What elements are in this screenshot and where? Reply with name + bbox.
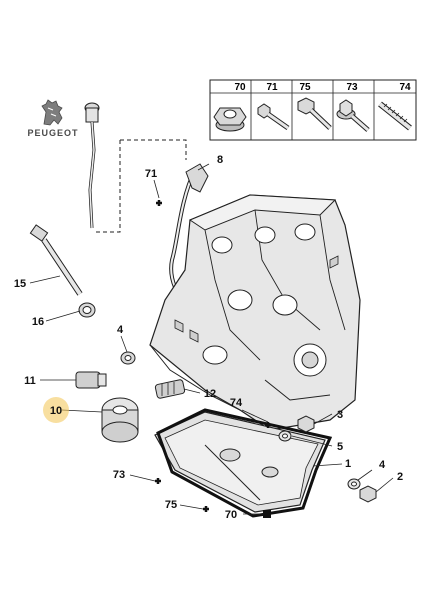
oil-pressure-switch xyxy=(75,371,107,389)
callout-labels: 8 71 15 16 4 11 10 12 74 3 5 1 4 2 73 75… xyxy=(14,154,403,521)
marker-70 xyxy=(263,510,271,518)
selected-part-highlight xyxy=(43,397,69,423)
seal-ring xyxy=(78,302,96,318)
drain-plug-upper xyxy=(278,415,315,442)
oil-pan-gasket xyxy=(156,408,333,518)
callout-4-upper: 4 xyxy=(117,324,124,336)
callout-73: 73 xyxy=(113,469,125,481)
oil-filter xyxy=(101,397,139,443)
callout-12: 12 xyxy=(204,388,216,400)
marker-71 xyxy=(156,200,162,206)
drain-plug-lower xyxy=(347,478,377,503)
dipstick-lower xyxy=(29,224,83,296)
callout-10: 10 xyxy=(50,405,62,417)
hex-bolt-icon xyxy=(297,97,332,130)
legend-ref-71: 71 xyxy=(266,82,278,93)
callout-71: 71 xyxy=(145,168,157,180)
callout-16: 16 xyxy=(32,316,44,328)
callout-15: 15 xyxy=(14,278,26,290)
callout-74: 74 xyxy=(230,397,243,409)
flange-nut-icon xyxy=(213,107,247,132)
fastener-legend: 70 71 75 73 74 xyxy=(209,79,417,141)
engine-block xyxy=(149,194,361,431)
legend-ref-74: 74 xyxy=(399,82,411,93)
lion-emblem-icon xyxy=(41,99,63,126)
legend-ref-70: 70 xyxy=(234,82,246,93)
legend-ref-73: 73 xyxy=(346,82,358,93)
brand-name: PEUGEOT xyxy=(27,128,79,138)
legend-ref-75: 75 xyxy=(299,82,311,93)
callout-2: 2 xyxy=(397,471,403,483)
dipstick xyxy=(84,102,100,229)
peugeot-logo: PEUGEOT xyxy=(18,98,88,138)
callout-75: 75 xyxy=(165,499,177,511)
fastener-markers xyxy=(155,200,271,518)
marker-73 xyxy=(155,478,161,484)
callout-11: 11 xyxy=(24,375,36,387)
dipstick-guide-dashed-line xyxy=(96,139,187,233)
flange-bolt-icon xyxy=(257,103,290,131)
callout-70: 70 xyxy=(225,509,237,521)
marker-74 xyxy=(265,422,271,428)
threaded-stud-icon xyxy=(378,101,412,131)
callout-4-lower: 4 xyxy=(379,459,386,471)
marker-75 xyxy=(203,506,209,512)
callout-1: 1 xyxy=(345,458,351,470)
flanged-bolt-icon xyxy=(336,99,370,132)
callout-5: 5 xyxy=(337,441,343,453)
filter-adapter xyxy=(154,379,186,399)
callout-8: 8 xyxy=(217,154,223,166)
callout-3: 3 xyxy=(337,409,343,421)
leader-lines xyxy=(29,163,394,515)
washer xyxy=(120,351,136,365)
